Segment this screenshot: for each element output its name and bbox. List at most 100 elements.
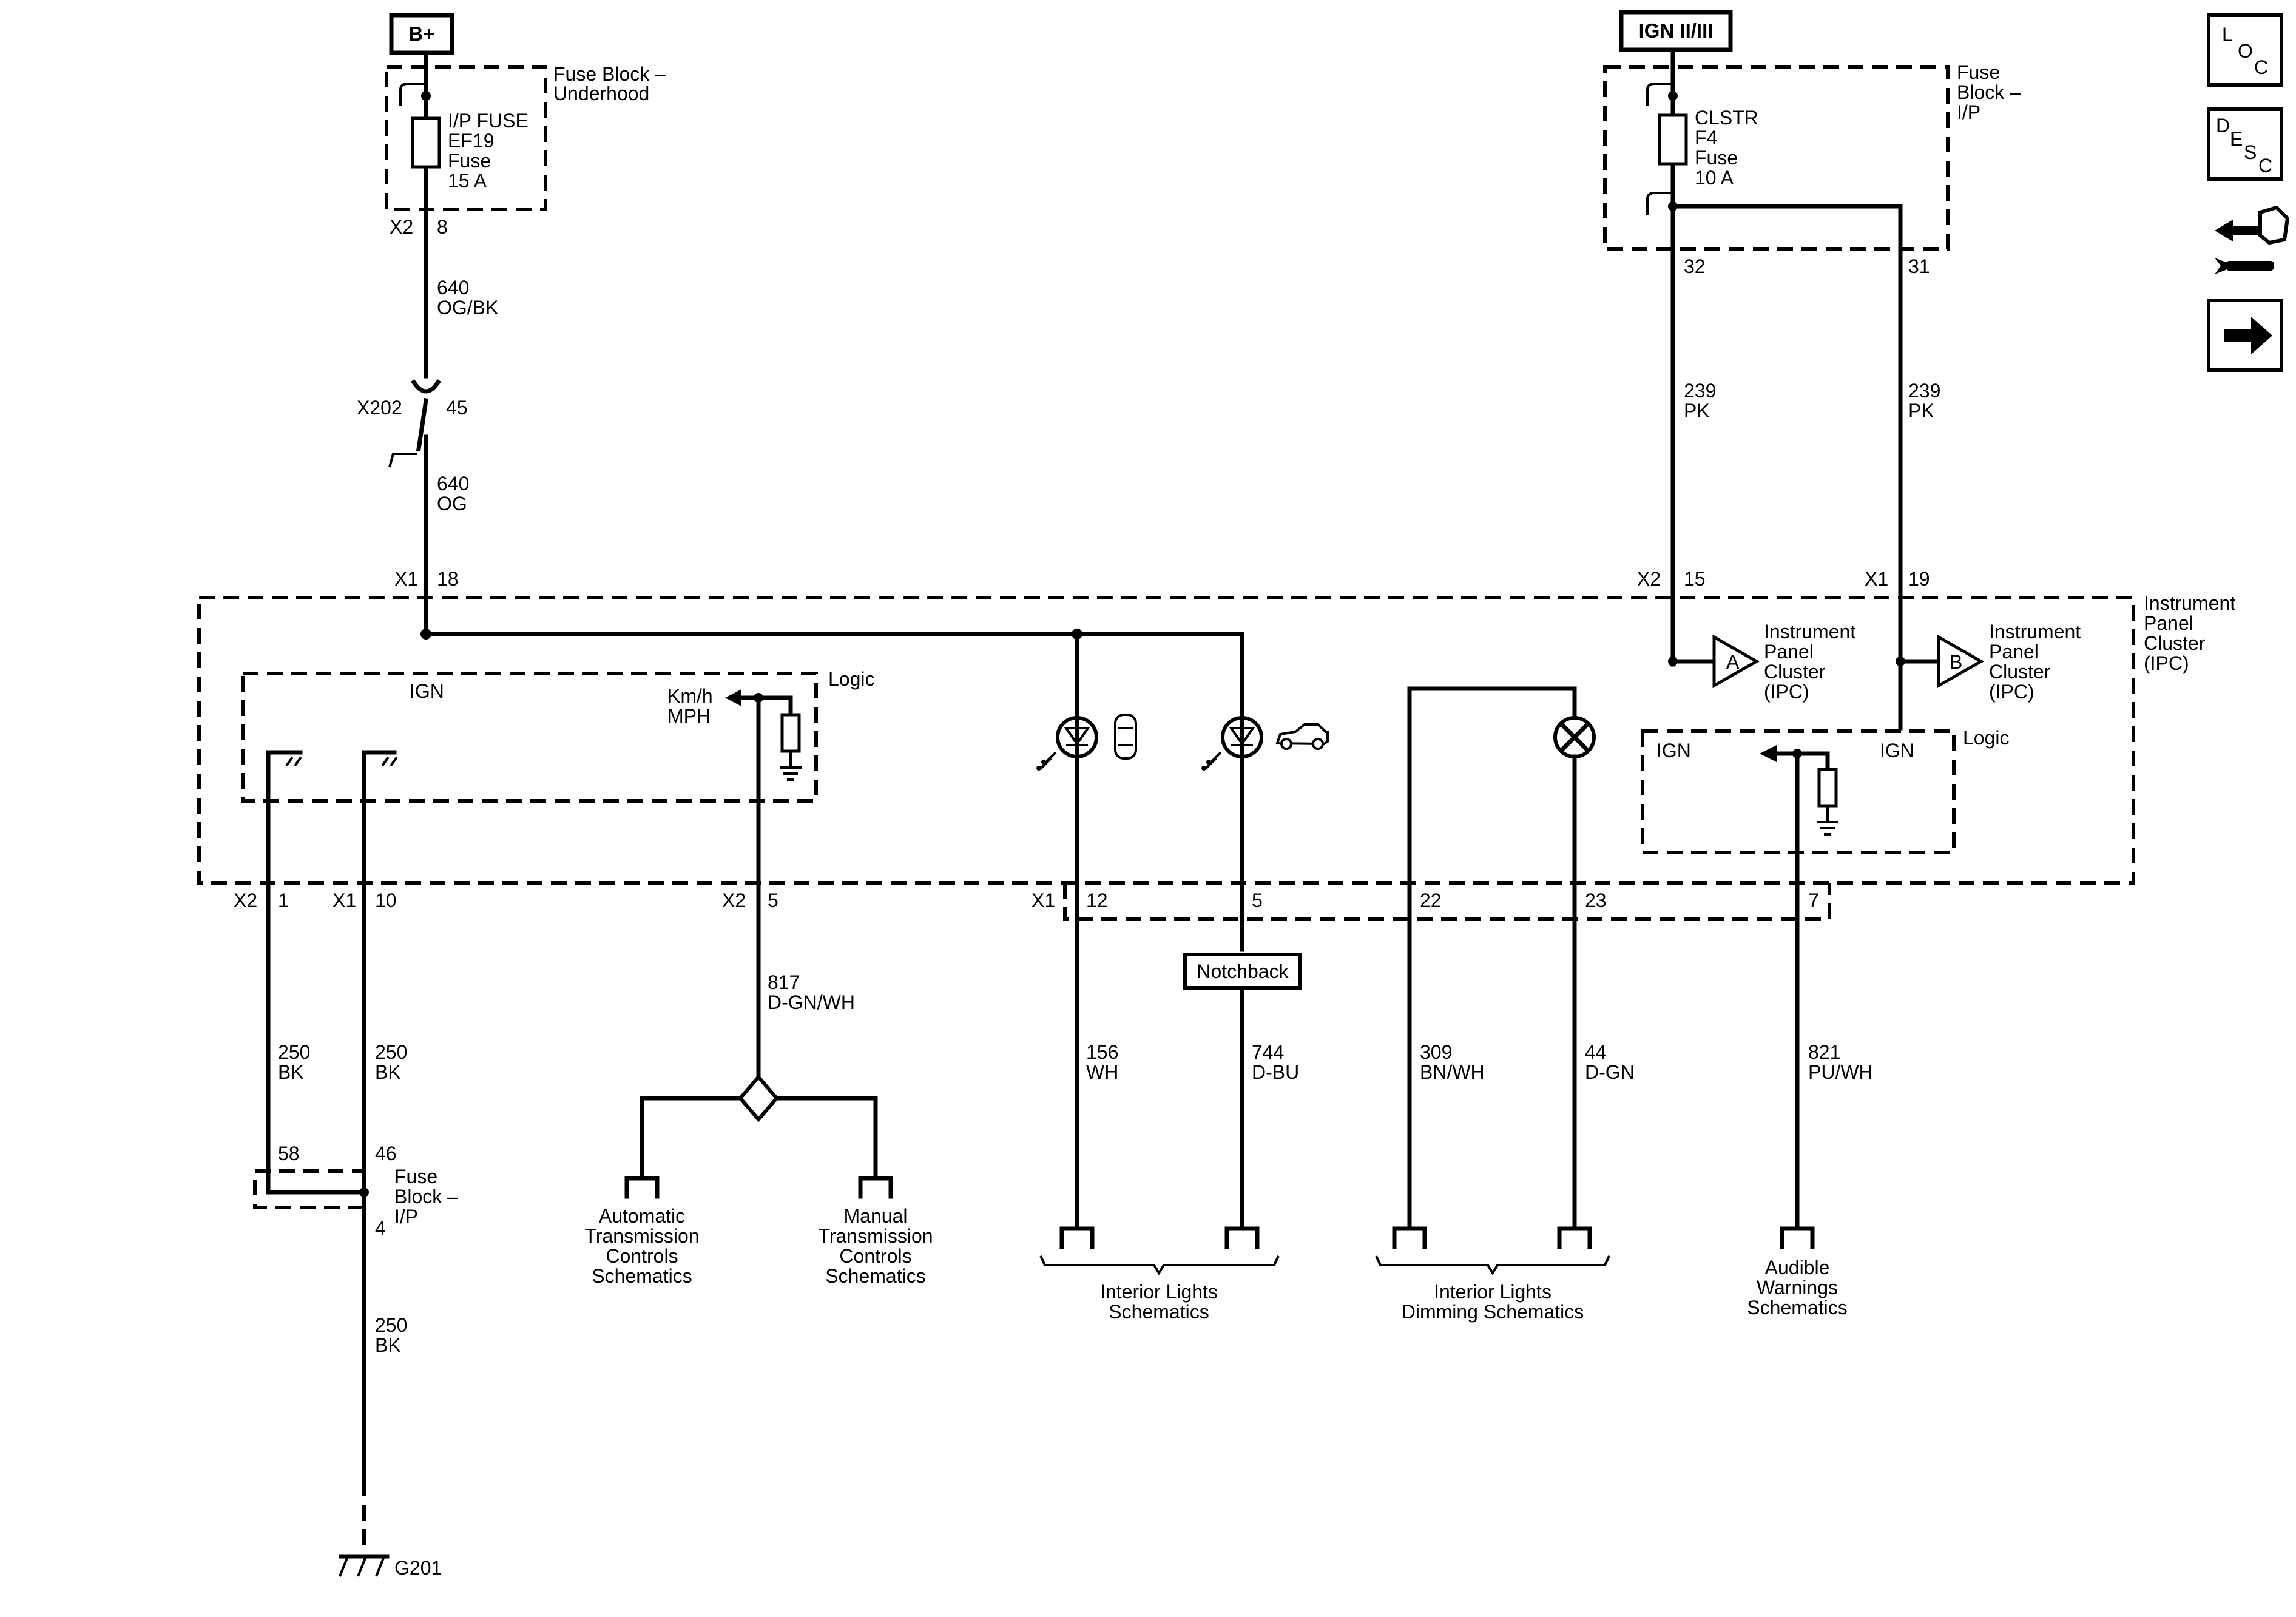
ref-auto-line-3[interactable]: Controls bbox=[606, 1245, 678, 1267]
ref-dimming-line-2[interactable]: Dimming Schematics bbox=[1402, 1301, 1584, 1323]
ref-auto-line-2[interactable]: Transmission bbox=[584, 1225, 699, 1247]
ref-auto-line-4[interactable]: Schematics bbox=[592, 1265, 692, 1287]
desc-letter-d: D bbox=[2216, 115, 2230, 137]
bplus-power-box: B+ bbox=[389, 13, 454, 55]
desc-button[interactable]: D E S C bbox=[2207, 107, 2283, 181]
dimming-stub-1 bbox=[1392, 1226, 1427, 1249]
desc-icon: D E S C bbox=[2216, 115, 2272, 177]
ref-b-label-4: (IPC) bbox=[1989, 681, 2034, 703]
ref-interior-dimming[interactable]: Interior Lights Dimming Schematics bbox=[1402, 1281, 1584, 1323]
wire-239-left-circuit: 239 bbox=[1684, 380, 1716, 402]
ip-top-block-label-3: I/P bbox=[1957, 101, 1980, 123]
wire-250-c-color: BK bbox=[375, 1334, 401, 1356]
ipc-top-pin-2: 19 bbox=[1908, 568, 1930, 590]
wire-640-og-circuit: 640 bbox=[437, 473, 469, 495]
ign-power-box: IGN II/III bbox=[1619, 10, 1733, 52]
wire-250-a-circuit: 250 bbox=[278, 1041, 310, 1063]
clstr-label-3: Fuse bbox=[1695, 147, 1738, 169]
ref-a-label-3: Cluster bbox=[1764, 661, 1826, 683]
clstr-label-2: F4 bbox=[1695, 127, 1717, 149]
ref-auto-line-1[interactable]: Automatic bbox=[599, 1205, 685, 1227]
dome-lamp-led bbox=[1036, 715, 1098, 771]
ipc-bot-pin-4: 5 bbox=[1252, 890, 1263, 911]
wire-44-color: D-GN bbox=[1585, 1061, 1635, 1083]
ref-manual-line-4[interactable]: Schematics bbox=[825, 1265, 925, 1287]
x202-connector: X202 45 bbox=[357, 379, 468, 468]
trunk-lamp-led bbox=[1201, 715, 1263, 771]
wire-156-circuit: 156 bbox=[1086, 1041, 1118, 1063]
ground-g201: G201 bbox=[339, 1480, 442, 1579]
wire-817-circuit: 817 bbox=[768, 971, 800, 993]
wire-744-circuit: 744 bbox=[1252, 1041, 1284, 1063]
ref-interior-lights[interactable]: Interior Lights Schematics bbox=[1100, 1281, 1218, 1323]
wire-640-obk-circuit: 640 bbox=[437, 277, 469, 299]
ip-top-pin-31: 31 bbox=[1908, 255, 1930, 277]
ref-a-label-2: Panel bbox=[1764, 641, 1814, 663]
ref-a-label-1: Instrument bbox=[1764, 621, 1855, 643]
ipc-bot-pin-5: 22 bbox=[1420, 890, 1442, 911]
ref-manual-line-2[interactable]: Transmission bbox=[818, 1225, 933, 1247]
ipc-label-3: Cluster bbox=[2144, 632, 2206, 654]
dimming-brace bbox=[1375, 1255, 1610, 1275]
ref-manual-line-1[interactable]: Manual bbox=[844, 1205, 908, 1227]
dimming-lamp bbox=[1407, 686, 1596, 885]
ipc-ref-a: A Instrument Panel Cluster (IPC) bbox=[1668, 621, 1855, 703]
wire-640-og-color: OG bbox=[437, 493, 467, 515]
speed-label-1: Km/h bbox=[667, 685, 713, 707]
wire-239-left-color: PK bbox=[1684, 400, 1710, 422]
ipc-bot-conn-0: X2 bbox=[234, 890, 257, 911]
ref-b-label-3: Cluster bbox=[1989, 661, 2051, 683]
wire-250-a-color: BK bbox=[278, 1061, 304, 1083]
ign-label: IGN II/III bbox=[1639, 19, 1714, 42]
ipc-bot-conn-2: X2 bbox=[722, 890, 746, 911]
underhood-pin: 8 bbox=[437, 216, 448, 238]
ref-b-letter: B bbox=[1950, 651, 1962, 673]
ip-top-block-label-1: Fuse bbox=[1957, 61, 2000, 83]
fuse-block-ip-top: Fuse Block – I/P CLSTR F4 Fuse 10 A 32 3… bbox=[1603, 47, 2021, 731]
clstr-label-1: CLSTR bbox=[1695, 107, 1758, 129]
ref-interior-line-2[interactable]: Schematics bbox=[1109, 1301, 1209, 1323]
ef19-label-3: Fuse bbox=[448, 150, 491, 172]
desc-letter-c: C bbox=[2258, 155, 2272, 177]
ref-manual-transmission[interactable]: Manual Transmission Controls Schematics bbox=[818, 1205, 933, 1287]
ip-top-pin-32: 32 bbox=[1684, 255, 1706, 277]
ref-automatic-transmission[interactable]: Automatic Transmission Controls Schemati… bbox=[584, 1205, 699, 1287]
wire-817-color: D-GN/WH bbox=[768, 991, 855, 1013]
ef19-label-2: EF19 bbox=[448, 130, 494, 152]
ef19-label-4: 15 A bbox=[448, 170, 487, 192]
x202-pin: 45 bbox=[446, 397, 468, 419]
ref-b-label-1: Instrument bbox=[1989, 621, 2081, 643]
ref-audible-line-1[interactable]: Audible bbox=[1765, 1257, 1830, 1278]
ref-manual-line-3[interactable]: Controls bbox=[839, 1245, 911, 1267]
ipc-ref-b: B Instrument Panel Cluster (IPC) bbox=[1896, 621, 2081, 703]
ref-audible-line-2[interactable]: Warnings bbox=[1757, 1277, 1838, 1298]
ref-audible-warnings[interactable]: Audible Warnings Schematics bbox=[1747, 1257, 1847, 1318]
logic-left-ign: IGN bbox=[410, 680, 444, 702]
ip-lower-pin-46: 46 bbox=[375, 1143, 397, 1164]
desc-letter-s: S bbox=[2244, 141, 2257, 163]
logic-box-right: Logic IGN IGN bbox=[1641, 727, 2010, 885]
logic-box-left: Logic IGN Km/h MPH bbox=[241, 668, 875, 803]
wire-309-circuit: 309 bbox=[1420, 1041, 1452, 1063]
notchback-label: Notchback bbox=[1197, 960, 1289, 982]
loc-icon: L O C bbox=[2222, 24, 2268, 78]
loc-button[interactable]: L O C bbox=[2207, 13, 2283, 87]
next-button[interactable] bbox=[2207, 299, 2283, 372]
wire-156-color: WH bbox=[1086, 1061, 1118, 1083]
wire-309-color: BN/WH bbox=[1420, 1061, 1485, 1083]
logic-right-ign-right: IGN bbox=[1880, 740, 1914, 761]
wire-239-right-circuit: 239 bbox=[1908, 380, 1940, 402]
wire-250-c-circuit: 250 bbox=[375, 1314, 407, 1336]
ipc-module: Instrument Panel Cluster (IPC) X1 18 X2 … bbox=[197, 568, 2235, 911]
ref-interior-line-1[interactable]: Interior Lights bbox=[1100, 1281, 1218, 1303]
ipc-bot-conn-3: X1 bbox=[1032, 890, 1055, 911]
notchback-option-box: Notchback bbox=[1183, 953, 1302, 990]
ref-audible-line-3[interactable]: Schematics bbox=[1747, 1297, 1847, 1318]
ref-dimming-line-1[interactable]: Interior Lights bbox=[1434, 1281, 1551, 1303]
ip-top-block-label-2: Block – bbox=[1957, 81, 2021, 103]
ipc-label-2: Panel bbox=[2144, 612, 2193, 634]
dimming-stub-2 bbox=[1557, 1226, 1592, 1249]
connector-repair-button[interactable] bbox=[2215, 205, 2290, 274]
ipc-bot-pin-0: 1 bbox=[278, 890, 289, 911]
